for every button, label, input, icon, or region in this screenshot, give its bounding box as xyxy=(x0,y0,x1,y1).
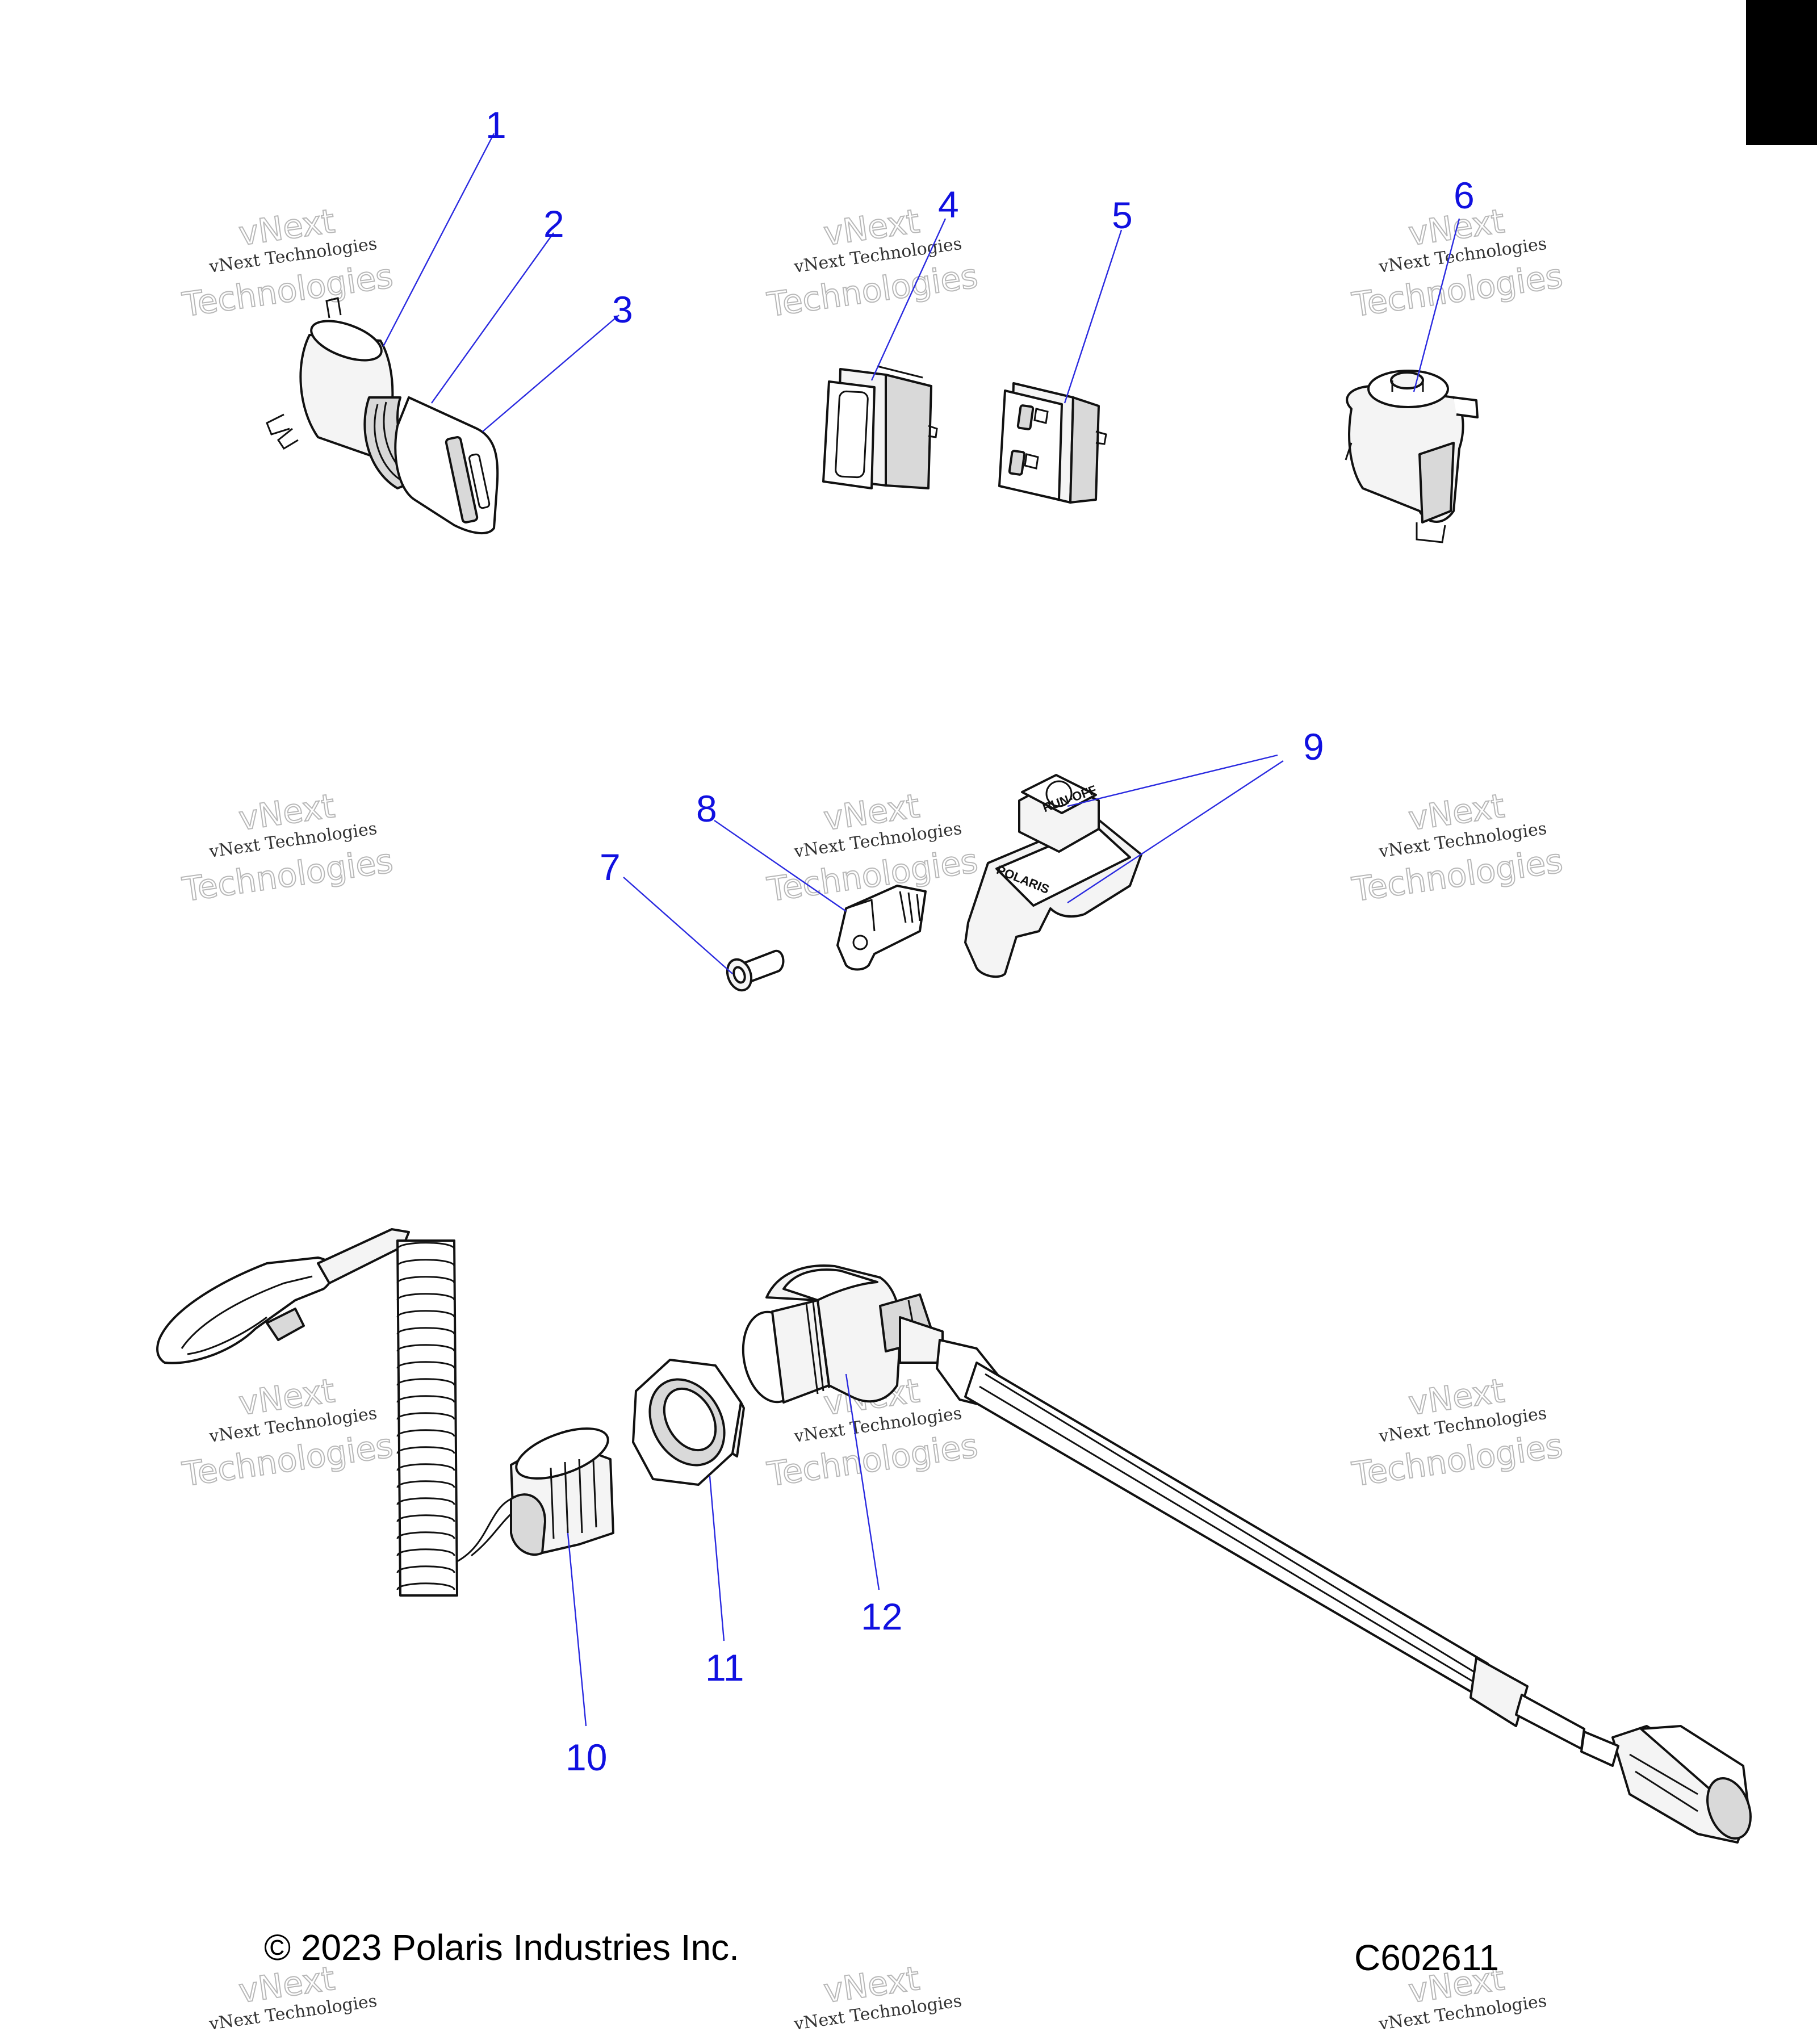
callout-4: 4 xyxy=(938,183,959,225)
watermark: vNext vNext Technologies Technologies xyxy=(1349,786,1565,910)
callout-1: 1 xyxy=(485,104,506,146)
callout-2: 2 xyxy=(543,203,564,245)
hex-nut[interactable] xyxy=(632,1359,745,1486)
leader-11 xyxy=(709,1476,725,1641)
watermark: vNext vNext Technologies Technologies xyxy=(1349,201,1565,325)
leader-3 xyxy=(482,315,619,432)
leader-12 xyxy=(845,1373,880,1590)
watermark: vNext vNext Technologies xyxy=(792,1958,963,2034)
tether-receptacle-harness[interactable] xyxy=(736,1264,1759,1845)
callout-8: 8 xyxy=(696,788,717,830)
watermark-group: vNext vNext Technologies Technologies vN… xyxy=(179,201,1565,2034)
callout-11: 11 xyxy=(705,1647,744,1689)
leader-2 xyxy=(431,232,554,404)
leader-7 xyxy=(623,877,733,974)
leader-5 xyxy=(1064,229,1123,404)
callout-10: 10 xyxy=(566,1736,607,1778)
pin[interactable] xyxy=(723,949,785,994)
watermark: vNext vNext Technologies Technologies xyxy=(764,786,981,910)
watermark: vNext vNext Technologies Technologies xyxy=(179,1371,396,1494)
watermark: vNext vNext Technologies Technologies xyxy=(179,201,396,325)
callout-9: 9 xyxy=(1303,726,1324,768)
callout-12: 12 xyxy=(861,1595,902,1637)
tether-safety-switch[interactable]: POLARIS RUN-OFF xyxy=(964,774,1142,978)
leader-9b xyxy=(1067,760,1284,904)
tether-lanyard[interactable] xyxy=(156,1228,614,1597)
ignition-switch-assembly[interactable] xyxy=(266,297,499,535)
push-button-switch[interactable] xyxy=(1345,370,1479,543)
leader-8 xyxy=(714,820,847,912)
leader-4 xyxy=(870,218,947,381)
callout-6: 6 xyxy=(1454,174,1475,216)
leader-1 xyxy=(382,133,495,347)
corner-tab xyxy=(1746,0,1817,145)
leader-10 xyxy=(567,1532,587,1727)
leader-9a xyxy=(1067,754,1278,807)
callout-7: 7 xyxy=(600,846,621,888)
callout-5: 5 xyxy=(1112,194,1133,236)
rocker-switch-marked[interactable] xyxy=(998,382,1107,504)
watermark: vNext vNext Technologies Technologies xyxy=(1349,1371,1565,1494)
rocker-switch-blank[interactable] xyxy=(822,365,938,489)
callout-3: 3 xyxy=(612,288,633,330)
coiled-cord xyxy=(396,1239,458,1597)
leader-6 xyxy=(1413,218,1460,392)
clip[interactable] xyxy=(836,885,927,971)
watermark: vNext vNext Technologies Technologies xyxy=(179,786,396,910)
copyright-text: © 2023 Polaris Industries Inc. xyxy=(264,1927,739,1968)
leader-lines xyxy=(382,133,1460,1727)
callout-numbers: 1 2 3 4 5 6 7 8 9 10 11 12 xyxy=(485,104,1475,1778)
figure-code: C602611 xyxy=(1354,1937,1499,1978)
